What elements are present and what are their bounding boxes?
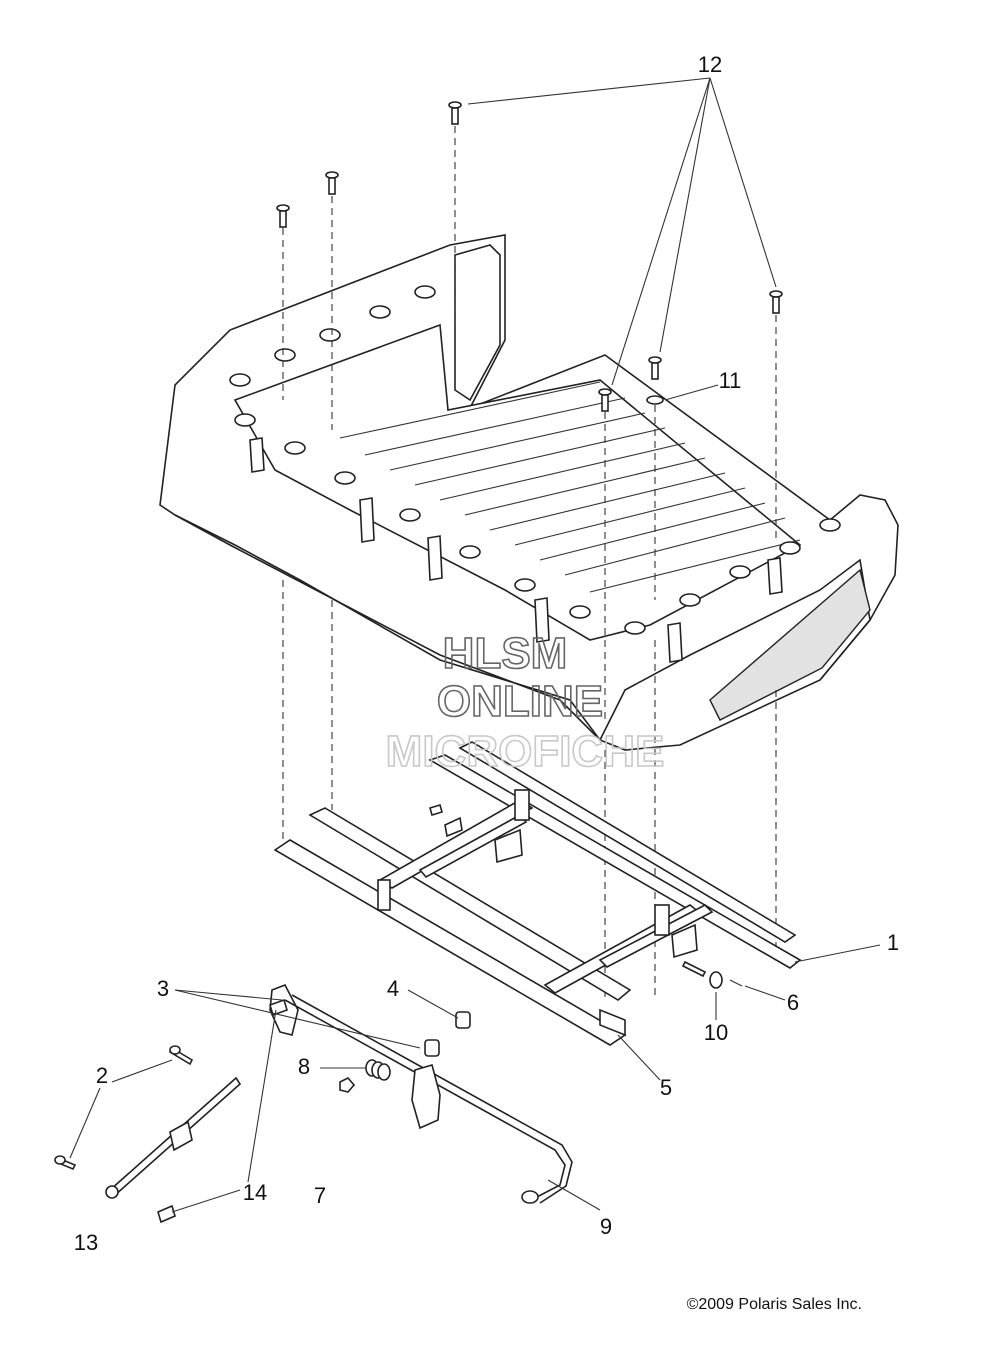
bolt-left-2 (325, 171, 339, 195)
callout-4: 4 (387, 976, 399, 1001)
callout-5: 5 (660, 1075, 672, 1100)
floor-ribs (339, 381, 801, 593)
frame-fittings (429, 804, 463, 838)
callout-7: 7 (314, 1183, 326, 1208)
pivot-pin (681, 960, 743, 989)
callout-8: 8 (298, 1054, 310, 1079)
leader-lines (69, 77, 881, 1213)
callout-2: 2 (96, 1063, 108, 1088)
callout-12: 12 (698, 52, 722, 77)
frame-assembly (273, 741, 802, 1046)
washer (646, 395, 664, 405)
spring (365, 1059, 391, 1081)
stake-pockets (229, 285, 841, 635)
bolt-top-center (448, 101, 462, 125)
rail-end (599, 1008, 626, 1037)
bolt-right-1 (598, 388, 612, 412)
callout-1: 1 (887, 930, 899, 955)
cargo-box (159, 234, 899, 751)
bolts (276, 101, 783, 412)
callout-6: 6 (787, 990, 799, 1015)
watermark-line-2: ONLINE (437, 677, 603, 726)
callout-11: 11 (719, 368, 742, 393)
callout-9: 9 (600, 1214, 612, 1239)
callout-13: 13 (74, 1230, 98, 1255)
watermark-line-1: HLSM (443, 629, 568, 678)
pins-and-strut (54, 998, 288, 1224)
callout-3: 3 (157, 976, 169, 1001)
tie-down-hooks (249, 437, 783, 663)
watermark-line-3: MICROFICHE (386, 727, 665, 776)
latch-assembly (269, 983, 573, 1204)
alignment-lines (282, 126, 777, 1000)
callout-10: 10 (704, 1020, 728, 1045)
callout-labels: 12 11 1 3 4 6 10 2 8 5 14 7 9 13 (74, 52, 899, 1255)
copyright-text: ©2009 Polaris Sales Inc. (687, 1296, 862, 1313)
bolt-right-2 (648, 356, 662, 380)
callout-14: 14 (243, 1180, 267, 1205)
bolt-left-1 (276, 204, 290, 228)
watermark: HLSM ONLINE MICROFICHE (385, 628, 665, 777)
bolt-right-3 (769, 290, 783, 314)
